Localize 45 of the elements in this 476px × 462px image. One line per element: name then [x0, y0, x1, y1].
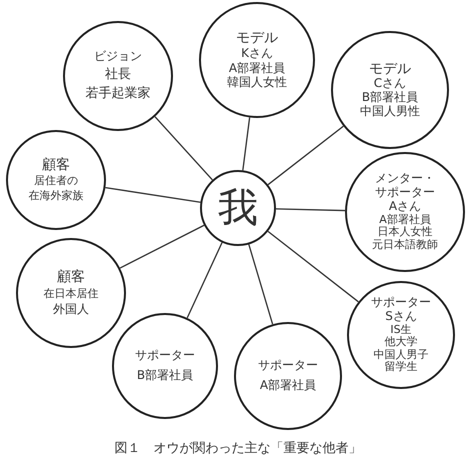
connector-line — [276, 208, 346, 212]
node-text: サポーター — [375, 186, 435, 200]
node-title: 我 — [218, 185, 258, 231]
node-text: A部署社員 — [228, 62, 286, 76]
person-circle — [200, 170, 276, 246]
node-text: 若手起業家 — [86, 86, 150, 102]
node-text: Kさん — [241, 46, 273, 61]
connector-line — [154, 116, 213, 180]
node-title: モデル — [369, 61, 411, 78]
node-text: B部署社員 — [362, 91, 418, 105]
node-text: Cさん — [374, 77, 406, 91]
node-text: IS生 — [390, 324, 412, 336]
connector-line — [268, 126, 344, 186]
figure-caption: 図１ オウが関わった主な「重要な他者」 — [114, 440, 362, 457]
node-text: 他大学 — [384, 336, 418, 349]
connector-line — [242, 117, 250, 170]
node-text: 外国人 — [53, 303, 89, 318]
connector-line — [120, 224, 204, 269]
node-text: 中国人男子 — [374, 348, 428, 361]
node-title: サポーター — [371, 296, 431, 310]
node-text: 社長 — [105, 68, 131, 83]
node-text: A部署社員 — [260, 379, 316, 393]
node-text: Aさん — [388, 200, 422, 214]
node-title: サポーター — [135, 349, 195, 363]
connector-line — [105, 186, 201, 203]
node-title: サポーター — [258, 359, 318, 373]
node-text: 韓国人女性 — [227, 76, 287, 90]
node-text: Sさん — [385, 310, 417, 324]
node-text: 日本人女性 — [378, 226, 432, 239]
node-text: 留学生 — [384, 361, 418, 374]
node-title: 顧客 — [57, 268, 85, 285]
node-text: 居住者の — [34, 175, 78, 188]
node-text: 中国人男性 — [360, 104, 420, 119]
connector-line — [186, 242, 223, 318]
node-text: 元日本語教師 — [372, 239, 438, 252]
node-title: ビジョン — [94, 50, 142, 64]
node-title: 顧客 — [42, 157, 70, 174]
node-text: 在海外家族 — [28, 190, 84, 203]
node-text: A部署社員 — [379, 214, 431, 226]
connector-line — [268, 230, 359, 302]
node-title: モデル — [236, 30, 278, 46]
node-title: メンター・ — [375, 172, 435, 186]
connector-line — [248, 244, 274, 324]
node-text: B部署社員 — [136, 369, 194, 383]
node-text: 在日本居住 — [44, 288, 98, 300]
